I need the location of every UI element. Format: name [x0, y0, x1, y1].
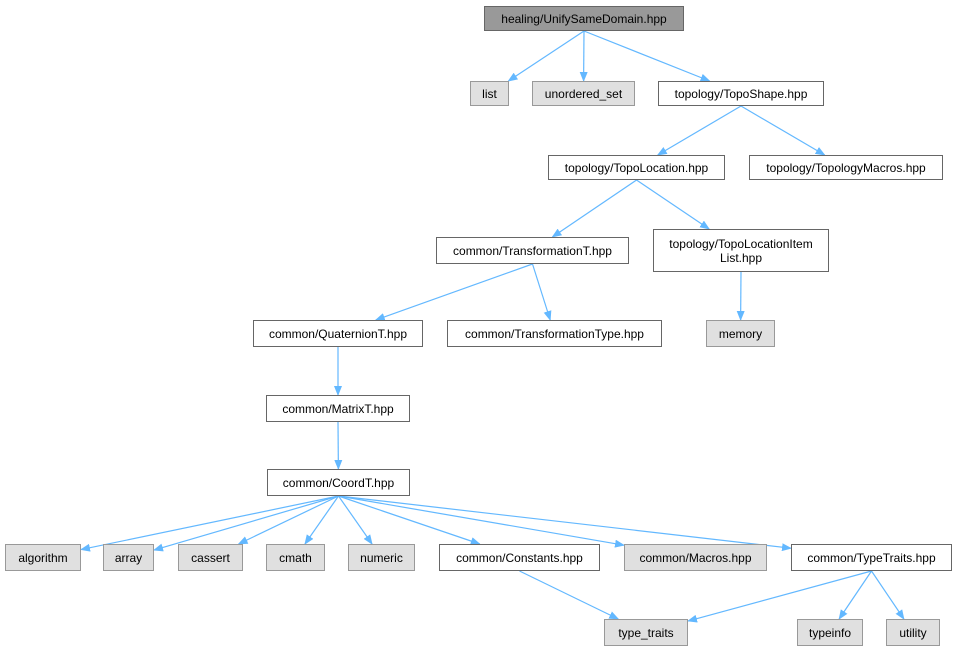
edge-toposhape-to-topologymacros [740, 105, 826, 156]
node-cmath[interactable]: cmath [266, 544, 325, 571]
edge-coordt-to-typetraits [338, 495, 792, 552]
node-utility[interactable]: utility [886, 619, 940, 646]
edge-typetraits-to-typeinfo [838, 570, 872, 620]
node-topologymacros-hpp[interactable]: topology/TopologyMacros.hpp [749, 155, 943, 180]
node-unifysamedomain-hpp[interactable]: healing/UnifySameDomain.hpp [484, 6, 684, 31]
node-cassert[interactable]: cassert [178, 544, 243, 571]
node-quaterniont-hpp[interactable]: common/QuaternionT.hpp [253, 320, 423, 347]
edge-transformationt-to-quaterniont [374, 263, 533, 321]
node-macros-hpp[interactable]: common/Macros.hpp [624, 544, 767, 571]
node-numeric[interactable]: numeric [348, 544, 415, 571]
edge-coordt-to-cassert [237, 495, 339, 545]
node-topolocation-hpp[interactable]: topology/TopoLocation.hpp [548, 155, 725, 180]
node-transformationt-hpp[interactable]: common/TransformationT.hpp [436, 237, 629, 264]
node-array[interactable]: array [103, 544, 154, 571]
edge-topolocation-to-transformationt [551, 179, 637, 238]
edge-typetraits-to-utility [871, 570, 905, 620]
node-transformationtype-hpp[interactable]: common/TransformationType.hpp [447, 320, 662, 347]
edge-constants-to-type_traits [519, 570, 620, 620]
node-unordered-set[interactable]: unordered_set [532, 81, 635, 106]
node-matrixt-hpp[interactable]: common/MatrixT.hpp [266, 395, 410, 422]
edge-coordt-to-constants [338, 495, 481, 545]
edge-coordt-to-numeric [338, 495, 373, 545]
node-toposhape-hpp[interactable]: topology/TopoShape.hpp [658, 81, 824, 106]
node-coordt-hpp[interactable]: common/CoordT.hpp [267, 469, 410, 496]
edge-root-to-toposhape [583, 30, 711, 82]
node-type-traits[interactable]: type_traits [604, 619, 688, 646]
edge-coordt-to-algorithm [80, 495, 339, 552]
edge-coordt-to-array [153, 495, 339, 552]
edge-transformationt-to-transformationtype [531, 263, 552, 321]
edge-toposhape-to-topolocation [656, 105, 742, 156]
edge-root-to-list [507, 30, 585, 82]
edge-topolocation-to-topolocationitemlist [636, 179, 710, 230]
node-constants-hpp[interactable]: common/Constants.hpp [439, 544, 600, 571]
node-typetraits-hpp[interactable]: common/TypeTraits.hpp [791, 544, 952, 571]
edge-typetraits-to-type_traits [687, 570, 872, 623]
node-topolocationitemlist-hpp[interactable]: topology/TopoLocationItem List.hpp [653, 229, 829, 272]
edge-coordt-to-cmath [304, 495, 339, 545]
node-memory[interactable]: memory [706, 320, 775, 347]
node-algorithm[interactable]: algorithm [5, 544, 81, 571]
node-typeinfo[interactable]: typeinfo [797, 619, 863, 646]
node-list[interactable]: list [470, 81, 509, 106]
edge-coordt-to-macros [338, 495, 625, 548]
